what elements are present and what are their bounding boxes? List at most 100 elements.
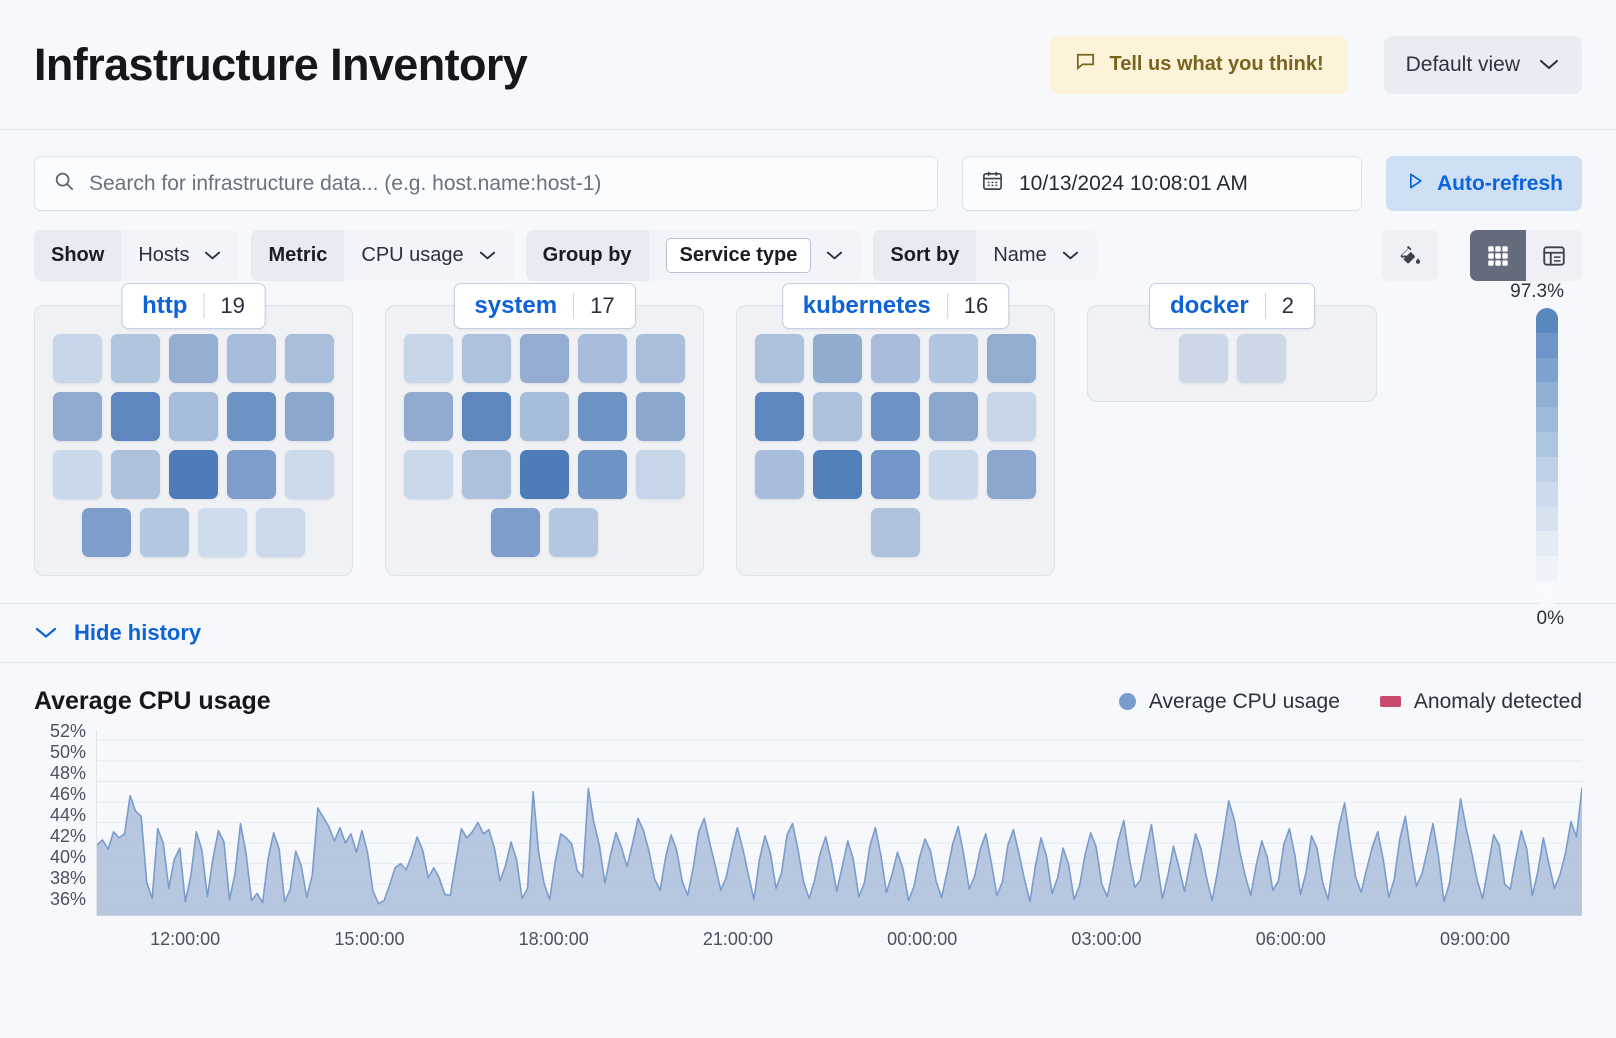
host-tile[interactable] <box>929 392 978 441</box>
filter-metric-label: Metric <box>251 230 345 281</box>
host-tile[interactable] <box>227 334 276 383</box>
host-tile[interactable] <box>111 392 160 441</box>
table-view-icon[interactable] <box>1526 230 1582 281</box>
host-tile[interactable] <box>1178 334 1228 383</box>
host-tile[interactable] <box>404 334 453 383</box>
host-tile[interactable] <box>871 334 920 383</box>
host-tile[interactable] <box>987 392 1036 441</box>
host-tile[interactable] <box>111 334 160 383</box>
host-tile[interactable] <box>636 334 685 383</box>
host-tile[interactable] <box>256 508 305 557</box>
host-tile[interactable] <box>929 450 978 499</box>
view-toggle-group <box>1470 230 1582 281</box>
group-count: 2 <box>1281 293 1294 318</box>
group-badge-divider <box>203 293 205 319</box>
host-tile[interactable] <box>198 508 247 557</box>
group-name: docker <box>1170 292 1249 319</box>
host-tile[interactable] <box>462 450 511 499</box>
group-tiles <box>385 305 704 576</box>
host-tile[interactable] <box>462 334 511 383</box>
search-box[interactable] <box>34 156 938 211</box>
group-badge-divider <box>573 293 575 319</box>
legend-step <box>1536 407 1558 433</box>
host-tile[interactable] <box>636 450 685 499</box>
host-tile[interactable] <box>813 392 862 441</box>
host-tile[interactable] <box>520 334 569 383</box>
date-value: 10/13/2024 10:08:01 AM <box>1019 171 1248 195</box>
host-tile[interactable] <box>169 334 218 383</box>
host-tile[interactable] <box>82 508 131 557</box>
legend-step <box>1536 432 1558 457</box>
host-tile[interactable] <box>755 334 804 383</box>
legend-step <box>1536 456 1558 482</box>
default-view-button[interactable]: Default view <box>1383 35 1582 94</box>
filter-group-by-label: Group by <box>525 230 649 281</box>
host-tile[interactable] <box>755 392 804 441</box>
grid-view-icon[interactable] <box>1470 230 1526 281</box>
filter-metric-value[interactable]: CPU usage <box>344 230 514 281</box>
filter-group-by-value[interactable]: Service type <box>648 230 862 281</box>
host-tile[interactable] <box>549 508 598 557</box>
host-tile[interactable] <box>404 450 453 499</box>
chart-header: Average CPU usage Average CPU usage Anom… <box>34 687 1582 716</box>
legend-max-label: 97.3% <box>1510 281 1564 302</box>
host-tile[interactable] <box>169 392 218 441</box>
host-tile[interactable] <box>111 450 160 499</box>
feedback-button[interactable]: Tell us what you think! <box>1049 35 1348 94</box>
host-tile[interactable] <box>578 392 627 441</box>
group-name: kubernetes <box>802 292 931 319</box>
host-tile[interactable] <box>987 450 1036 499</box>
host-tile[interactable] <box>929 334 978 383</box>
host-tile[interactable] <box>871 392 920 441</box>
legend-step <box>1536 308 1558 333</box>
host-tile[interactable] <box>285 450 334 499</box>
host-tile[interactable] <box>871 450 920 499</box>
legend-step <box>1536 556 1558 582</box>
plot-area[interactable] <box>96 730 1582 916</box>
y-tick-label: 44% <box>49 805 86 825</box>
host-tile[interactable] <box>285 334 334 383</box>
host-tile[interactable] <box>520 450 569 499</box>
host-tile[interactable] <box>813 334 862 383</box>
paint-bucket-icon[interactable] <box>1382 230 1438 281</box>
tile-row <box>491 508 598 557</box>
host-tile[interactable] <box>227 392 276 441</box>
filter-show-value[interactable]: Hosts <box>121 230 240 281</box>
host-tile[interactable] <box>285 392 334 441</box>
auto-refresh-label: Auto-refresh <box>1436 171 1563 195</box>
host-tile[interactable] <box>169 450 218 499</box>
host-tile[interactable] <box>520 392 569 441</box>
hide-history-button[interactable]: Hide history <box>34 620 201 646</box>
host-tile[interactable] <box>813 450 862 499</box>
host-tile[interactable] <box>636 392 685 441</box>
host-tile[interactable] <box>491 508 540 557</box>
host-tile[interactable] <box>462 392 511 441</box>
date-picker[interactable]: 10/13/2024 10:08:01 AM <box>962 156 1362 211</box>
host-tile[interactable] <box>755 450 804 499</box>
host-tile[interactable] <box>1236 334 1286 383</box>
legend-item-anomaly-detected[interactable]: Anomaly detected <box>1379 690 1582 714</box>
host-tile[interactable] <box>53 450 102 499</box>
filter-sort-by-value[interactable]: Name <box>976 230 1097 281</box>
auto-refresh-button[interactable]: Auto-refresh <box>1386 156 1582 211</box>
host-tile[interactable] <box>987 334 1036 383</box>
legend-marker-dot <box>1118 693 1136 710</box>
host-tile[interactable] <box>140 508 189 557</box>
group-badge-docker[interactable]: docker 2 <box>1149 283 1315 329</box>
page-title: Infrastructure Inventory <box>34 38 528 90</box>
host-tile[interactable] <box>578 450 627 499</box>
legend-step <box>1536 357 1558 383</box>
search-input[interactable] <box>89 171 919 196</box>
tile-row <box>53 392 334 441</box>
host-tile[interactable] <box>227 450 276 499</box>
host-tile[interactable] <box>404 392 453 441</box>
legend-item-average-cpu-usage[interactable]: Average CPU usage <box>1118 690 1340 714</box>
host-tile[interactable] <box>578 334 627 383</box>
filter-row: Show Hosts Metric CPU usage Group by Ser… <box>0 211 1616 281</box>
host-tile[interactable] <box>871 508 920 557</box>
host-tile[interactable] <box>53 334 102 383</box>
host-tile[interactable] <box>53 392 102 441</box>
